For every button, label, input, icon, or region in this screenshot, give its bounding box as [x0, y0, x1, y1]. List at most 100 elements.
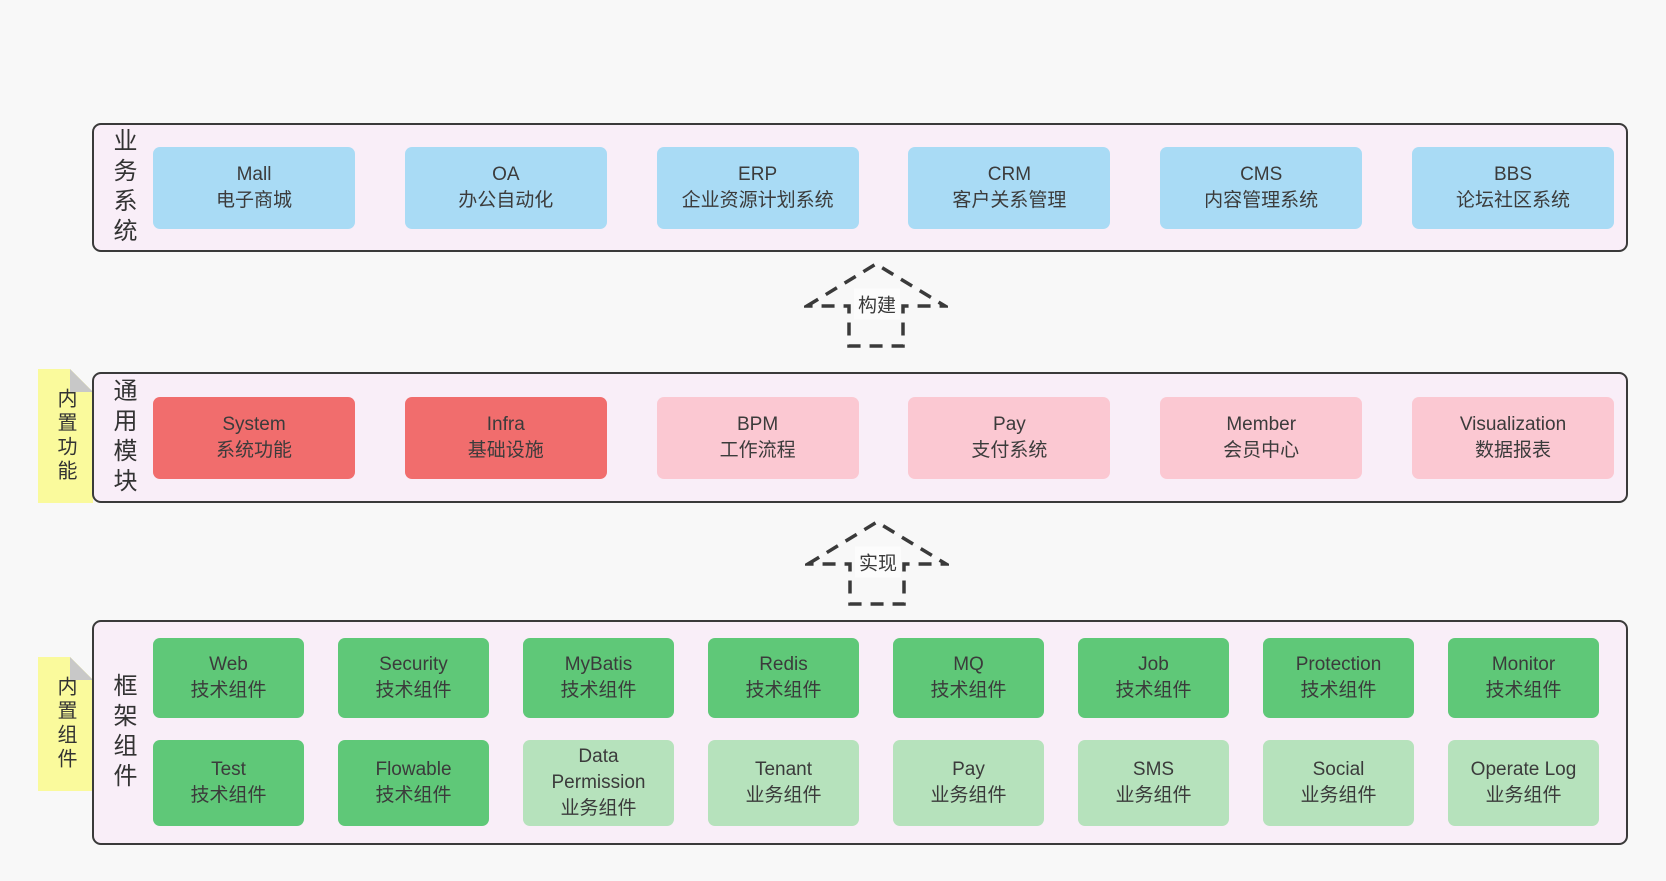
box-desc: 业务组件: [745, 785, 822, 806]
box-desc: 支付系统: [971, 439, 1048, 461]
box-social: Social 业务组件: [1263, 740, 1414, 826]
box-desc: 技术组件: [375, 785, 452, 806]
box-name: Social: [1312, 759, 1365, 780]
implement-arrow-icon: [805, 519, 949, 606]
band-label-framework-components: 框架组件: [109, 672, 136, 793]
box-name: BBS: [1493, 163, 1532, 185]
box-name: Pay: [952, 759, 985, 780]
box-name: Redis: [759, 654, 808, 675]
box-name: CRM: [987, 163, 1032, 185]
box-name: SMS: [1132, 759, 1175, 780]
box-name: Infra: [486, 413, 525, 435]
box-desc: 基础设施: [467, 439, 544, 461]
box-cms: CMS 内容管理系统: [1160, 146, 1363, 229]
box-name: Visualization: [1459, 413, 1567, 435]
box-mybatis: MyBatis 技术组件: [523, 638, 674, 718]
box-mall: Mall 电子商城: [153, 146, 355, 229]
box-pay: Pay 支付系统: [908, 396, 1111, 479]
box-name: Mall: [236, 163, 272, 185]
box-sms: SMS 业务组件: [1078, 740, 1229, 826]
box-desc: 论坛社区系统: [1455, 189, 1570, 211]
box-name: Data Permission: [551, 746, 646, 793]
band-framework-components: 框架组件 Web 技术组件 Security 技术组件 MyBatis 技术组件…: [92, 620, 1628, 845]
box-desc: 电子商城: [215, 189, 292, 211]
box-erp: ERP 企业资源计划系统: [656, 146, 859, 229]
box-member: Member 会员中心: [1160, 396, 1363, 479]
box-pay-biz: Pay 业务组件: [893, 740, 1044, 826]
box-desc: 企业资源计划系统: [681, 189, 834, 211]
sticky-note-text: 内置组件: [54, 676, 76, 772]
business-systems-row: Mall 电子商城 OA 办公自动化 ERP 企业资源计划系统 CRM 客户关系…: [153, 125, 1614, 250]
box-desc: 业务组件: [560, 798, 637, 819]
box-desc: 业务组件: [930, 785, 1007, 806]
box-desc: 工作流程: [719, 439, 796, 461]
box-monitor: Monitor 技术组件: [1448, 638, 1599, 718]
box-desc: 数据报表: [1474, 439, 1551, 461]
box-name: System: [222, 413, 286, 435]
box-name: OA: [492, 163, 520, 185]
box-name: Test: [211, 759, 246, 780]
box-system: System 系统功能: [153, 396, 355, 479]
box-desc: 技术组件: [745, 680, 822, 701]
box-desc: 业务组件: [1115, 785, 1192, 806]
box-web: Web 技术组件: [153, 638, 304, 718]
box-name: MQ: [953, 654, 984, 675]
band-label-common-modules: 通用模块: [109, 377, 136, 498]
box-data-permission: Data Permission 业务组件: [523, 740, 674, 826]
box-test: Test 技术组件: [153, 740, 304, 826]
build-arrow-label: 构建: [853, 288, 901, 320]
box-desc: 技术组件: [560, 680, 637, 701]
box-desc: 客户关系管理: [952, 189, 1067, 211]
box-desc: 业务组件: [1300, 785, 1377, 806]
box-name: Protection: [1295, 654, 1382, 675]
box-name: ERP: [738, 163, 778, 185]
box-security: Security 技术组件: [338, 638, 489, 718]
framework-components-grid: Web 技术组件 Security 技术组件 MyBatis 技术组件 Redi…: [153, 638, 1599, 826]
sticky-note-built-in-features: 内置功能: [38, 369, 93, 503]
box-desc: 技术组件: [930, 680, 1007, 701]
box-crm: CRM 客户关系管理: [908, 146, 1111, 229]
band-label-business-systems: 业务系统: [109, 127, 136, 248]
box-name: MyBatis: [564, 654, 633, 675]
box-tenant: Tenant 业务组件: [708, 740, 859, 826]
box-oa: OA 办公自动化: [404, 146, 607, 229]
box-desc: 技术组件: [1485, 680, 1562, 701]
box-bbs: BBS 论坛社区系统: [1411, 146, 1614, 229]
box-name: Flowable: [375, 759, 452, 780]
box-name: Security: [379, 654, 448, 675]
box-name: Monitor: [1491, 654, 1556, 675]
box-desc: 技术组件: [375, 680, 452, 701]
box-desc: 内容管理系统: [1204, 189, 1319, 211]
box-name: Web: [209, 654, 248, 675]
box-infra: Infra 基础设施: [404, 396, 607, 479]
box-desc: 办公自动化: [458, 189, 554, 211]
box-redis: Redis 技术组件: [708, 638, 859, 718]
box-bpm: BPM 工作流程: [656, 396, 859, 479]
box-name: Operate Log: [1470, 759, 1577, 780]
box-flowable: Flowable 技术组件: [338, 740, 489, 826]
box-name: CMS: [1240, 163, 1283, 185]
sticky-note-built-in-components: 内置组件: [38, 657, 93, 791]
box-name: BPM: [737, 413, 779, 435]
band-business-systems: 业务系统 Mall 电子商城 OA 办公自动化 ERP 企业资源计划系统 CRM…: [92, 123, 1628, 252]
box-name: Pay: [993, 413, 1026, 435]
sticky-note-text: 内置功能: [54, 388, 76, 484]
implement-arrow-label: 实现: [854, 546, 902, 578]
box-job: Job 技术组件: [1078, 638, 1229, 718]
box-mq: MQ 技术组件: [893, 638, 1044, 718]
box-desc: 会员中心: [1223, 439, 1300, 461]
box-operate-log: Operate Log 业务组件: [1448, 740, 1599, 826]
common-modules-row: System 系统功能 Infra 基础设施 BPM 工作流程 Pay 支付系统…: [153, 374, 1614, 501]
box-name: Job: [1138, 654, 1169, 675]
box-name: Member: [1226, 413, 1297, 435]
box-desc: 业务组件: [1485, 785, 1562, 806]
box-desc: 技术组件: [1115, 680, 1192, 701]
build-arrow-icon: [804, 261, 948, 348]
box-desc: 技术组件: [190, 680, 267, 701]
band-common-modules: 通用模块 System 系统功能 Infra 基础设施 BPM 工作流程 Pay…: [92, 372, 1628, 503]
box-desc: 技术组件: [190, 785, 267, 806]
box-visualization: Visualization 数据报表: [1411, 396, 1614, 479]
box-protection: Protection 技术组件: [1263, 638, 1414, 718]
box-desc: 系统功能: [215, 439, 292, 461]
